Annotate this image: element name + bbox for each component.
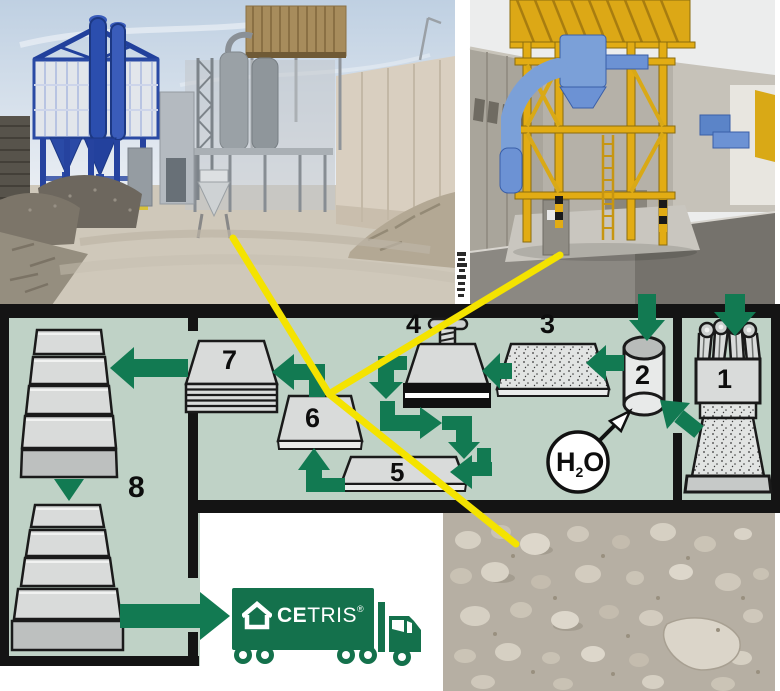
cabin-door [166,158,186,202]
station-8-label: 8 [128,471,145,504]
cetris-house-icon [242,601,272,630]
registered-mark: ® [357,604,365,614]
station-6-label: 6 [305,403,321,433]
ladder [601,135,615,240]
steel-tower-silos [185,31,335,239]
dosing-tower-illustration [457,0,775,305]
station-7-label: 7 [222,345,238,375]
photo-plant-yard [0,0,455,305]
h2o-h: H [556,447,576,477]
gravel-dots [493,554,760,676]
station-3-label: 3 [540,309,556,339]
photo-dosing-tower [455,0,775,305]
stones [450,523,769,691]
rubble-pile-corner [0,232,88,305]
blue-ducting [499,34,649,194]
cetris-wordmark-light: TRIS [307,604,358,627]
h2o-o: O [583,447,605,477]
station-8-stack-bottom [10,503,125,652]
arrow-1-to-2 [660,400,704,438]
h2o-sub: 2 [575,464,584,480]
arrow-feed-to-chipper [714,294,756,336]
station-4-label: 4 [406,309,422,339]
plant-yard-illustration [0,0,455,305]
station-2-mixer [622,335,666,417]
cetris-truck [232,588,421,666]
water-symbol [546,408,633,494]
station-3-forming [495,342,611,397]
wood-chip-pile [0,175,142,248]
right-buildings [673,62,775,212]
station-8-stack-top [19,328,119,479]
cetris-wordmark-bold: CE [277,604,308,627]
station-5-label: 5 [390,457,405,487]
h2o-label: H2O [556,447,604,480]
cetris-wordmark: CETRIS® [277,604,364,628]
cetris-logo: CETRIS® [242,597,370,635]
arrow-8-to-truck [120,592,230,640]
arrow-feed-to-mixer [629,294,665,341]
arrow-7-to-8 [110,347,188,389]
station-1-label: 1 [717,364,733,394]
station-2-label: 2 [635,360,651,390]
arrow-8-down [54,479,84,501]
station-1-chipper [683,318,773,494]
arrow-2-to-3 [586,345,624,381]
crushed-material-illustration [443,512,775,691]
photo-crushed-material [443,512,775,691]
hazard-stripes [555,196,667,232]
